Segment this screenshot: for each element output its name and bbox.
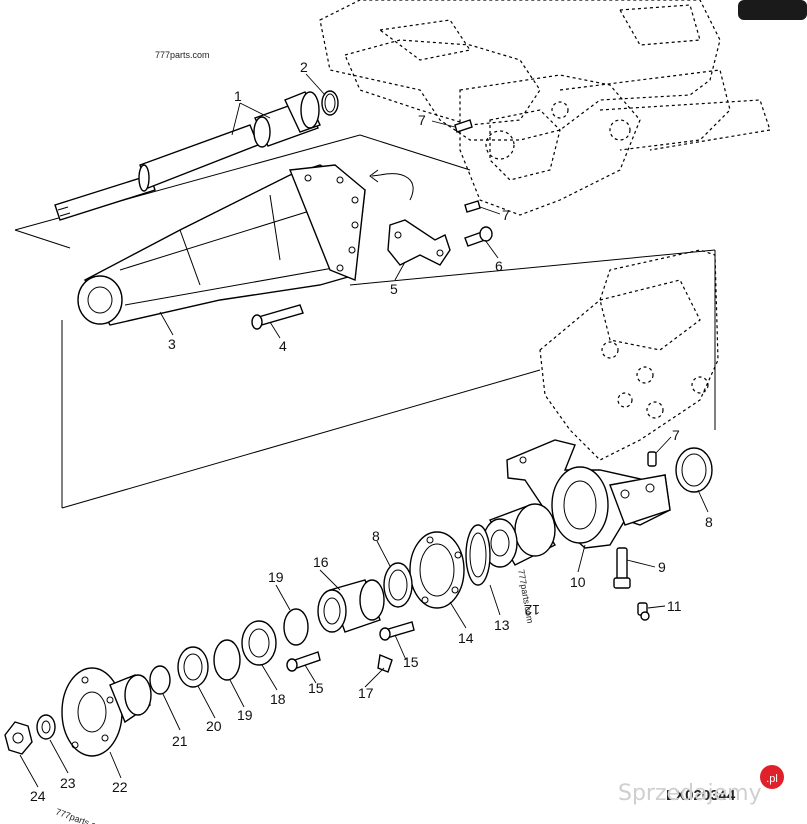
snap-ring — [321, 90, 339, 116]
bolt-small — [464, 226, 493, 247]
dowel-pin — [454, 119, 473, 133]
watermark-badge — [760, 765, 784, 789]
seal-ring — [149, 665, 171, 695]
corner-tab — [738, 0, 807, 20]
seal-ring — [675, 447, 713, 493]
bolt — [251, 304, 304, 330]
dowel-pin — [647, 451, 657, 467]
site-label: 777parts.com — [155, 50, 210, 60]
callout-7-right: 7 — [672, 427, 680, 443]
callout-20: 20 — [206, 718, 222, 734]
callout-15-left: 15 — [308, 680, 324, 696]
callout-7-mid: 7 — [502, 207, 510, 223]
callout-3: 3 — [168, 336, 176, 352]
callout-17: 17 — [358, 685, 374, 701]
svg-text:Sprzedajemy: Sprzedajemy — [618, 781, 762, 806]
callout-22: 22 — [112, 779, 128, 795]
callout-6: 6 — [495, 258, 503, 274]
ball-bearing — [177, 646, 209, 688]
bearing-flange — [409, 531, 465, 609]
svg-text:.pl: .pl — [766, 773, 778, 785]
callout-leaders — [19, 73, 709, 788]
callout-4: 4 — [279, 338, 287, 354]
axle-housing-lower-outline — [539, 249, 719, 461]
callout-10: 10 — [570, 574, 586, 590]
axle-tube — [77, 164, 366, 326]
carrier-bolt — [613, 547, 631, 589]
hub-carrier — [506, 439, 671, 549]
callout-16: 16 — [313, 554, 329, 570]
grease-nipple — [637, 602, 650, 621]
callout-7-top: 7 — [418, 112, 426, 128]
washer — [36, 714, 56, 740]
callout-15-right: 15 — [403, 654, 419, 670]
seal-ring — [465, 524, 491, 586]
callout-12: 12 — [524, 602, 540, 618]
flange-bolt — [286, 651, 321, 672]
callout-18: 18 — [270, 691, 286, 707]
axle-shaft — [54, 91, 321, 221]
snap-ring — [283, 608, 309, 646]
wheel-hub — [61, 667, 152, 757]
roller-bearing — [482, 503, 557, 568]
callout-8-right: 8 — [705, 514, 713, 530]
callout-19-lower: 19 — [237, 707, 253, 723]
rotate-arrow-icon — [369, 169, 414, 201]
drawing-code: LX020344 — [666, 787, 736, 804]
callout-8-left: 8 — [372, 528, 380, 544]
callout-19-upper: 19 — [268, 569, 284, 585]
watermark: Sprzedajemy .pl — [618, 765, 784, 806]
callout-13: 13 — [494, 617, 510, 633]
callout-11: 11 — [667, 598, 682, 614]
dowel-pin — [464, 200, 481, 213]
grease-fitting — [377, 654, 393, 673]
site-label-bottom: 777parts.com — [54, 806, 109, 824]
callout-14: 14 — [458, 630, 474, 646]
callout-24: 24 — [30, 788, 46, 804]
spacer-sleeve — [317, 579, 385, 633]
seal-ring — [383, 562, 413, 608]
callout-21: 21 — [172, 733, 188, 749]
needle-bearing — [241, 620, 277, 666]
callout-5: 5 — [390, 281, 398, 297]
bracket — [387, 219, 451, 266]
snap-ring — [213, 639, 241, 681]
callout-9: 9 — [658, 559, 666, 575]
callout-2: 2 — [300, 59, 308, 75]
flange-bolt — [379, 621, 415, 641]
hex-nut — [4, 721, 33, 755]
axle-housing-outline — [319, 0, 771, 216]
callout-1: 1 — [234, 88, 242, 104]
callout-23: 23 — [60, 775, 76, 791]
